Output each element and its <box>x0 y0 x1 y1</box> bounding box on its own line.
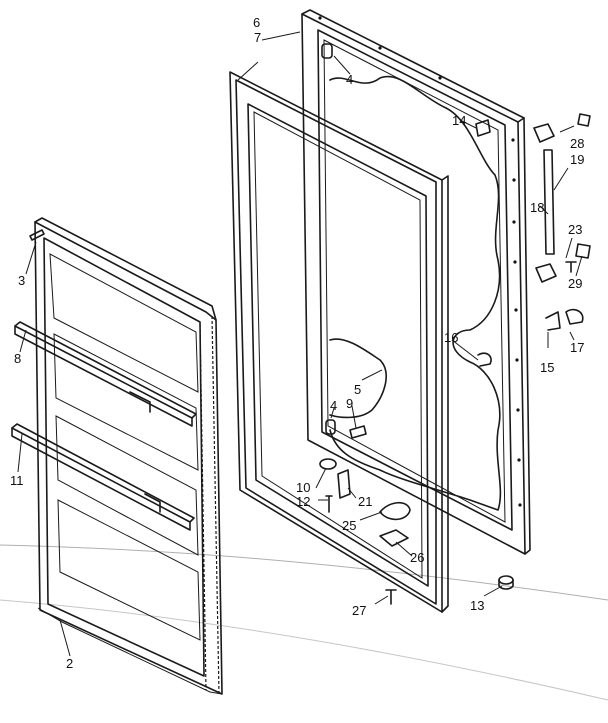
part-25-hinge-cover <box>379 501 411 521</box>
callout-11: 11 <box>10 473 24 488</box>
callout-19: 19 <box>570 152 584 167</box>
callout-27: 27 <box>352 603 366 618</box>
part-10-washer <box>319 458 337 470</box>
callout-2: 2 <box>66 656 73 671</box>
part-28-screw <box>577 113 591 127</box>
part-14-bracket <box>475 119 491 137</box>
callout-13: 13 <box>470 598 484 613</box>
part-16-clip <box>477 352 492 367</box>
part-18-handle-cap-bottom <box>535 263 557 283</box>
part-15-pin <box>545 311 561 331</box>
part-4-upper-plug <box>321 43 333 59</box>
leader-lines <box>17 31 583 657</box>
part-19-handle-rod <box>543 149 555 255</box>
part-12-screw <box>325 495 333 513</box>
scan-streaks <box>0 544 608 701</box>
part-9-block <box>349 425 367 439</box>
callout-4-lower: 4 <box>330 398 337 413</box>
part-26-hinge <box>379 529 409 547</box>
callout-17: 17 <box>570 340 584 355</box>
callout-10: 10 <box>296 480 310 495</box>
callout-14: 14 <box>452 113 466 128</box>
outer-door-panel <box>301 9 531 555</box>
callout-26: 26 <box>410 550 424 565</box>
part-29-bracket <box>575 243 591 259</box>
callout-4-upper: 4 <box>346 72 353 87</box>
part-21-spacer <box>337 469 351 499</box>
callout-28: 28 <box>570 136 584 151</box>
part-3-pin <box>29 229 45 241</box>
callout-21: 21 <box>358 494 372 509</box>
callout-7: 7 <box>254 30 261 45</box>
callout-labels: 6 7 4 14 28 19 18 23 29 17 15 16 5 4 9 1… <box>10 15 584 671</box>
part-4-lower-plug <box>325 419 336 435</box>
callout-3: 3 <box>18 273 25 288</box>
part-27-screw <box>385 589 397 605</box>
door-shelf-bar-upper <box>14 321 197 427</box>
callout-12: 12 <box>296 494 310 509</box>
part-13-foot <box>498 575 514 590</box>
callout-18: 18 <box>530 200 544 215</box>
callout-15: 15 <box>540 360 554 375</box>
callout-8: 8 <box>14 351 21 366</box>
part-18-handle-cap-top <box>533 123 555 143</box>
callout-23: 23 <box>568 222 582 237</box>
part-23-screw <box>565 261 577 273</box>
callout-25: 25 <box>342 518 356 533</box>
door-gasket <box>229 71 449 613</box>
callout-29: 29 <box>568 276 582 291</box>
door-shelf-bar-lower <box>11 423 195 531</box>
callout-16: 16 <box>444 330 458 345</box>
callout-6: 6 <box>253 15 260 30</box>
edge-holes <box>318 16 522 507</box>
callout-5: 5 <box>354 382 361 397</box>
part-17-latch <box>565 308 584 325</box>
inner-door-liner <box>34 217 223 695</box>
callout-9: 9 <box>346 396 353 411</box>
